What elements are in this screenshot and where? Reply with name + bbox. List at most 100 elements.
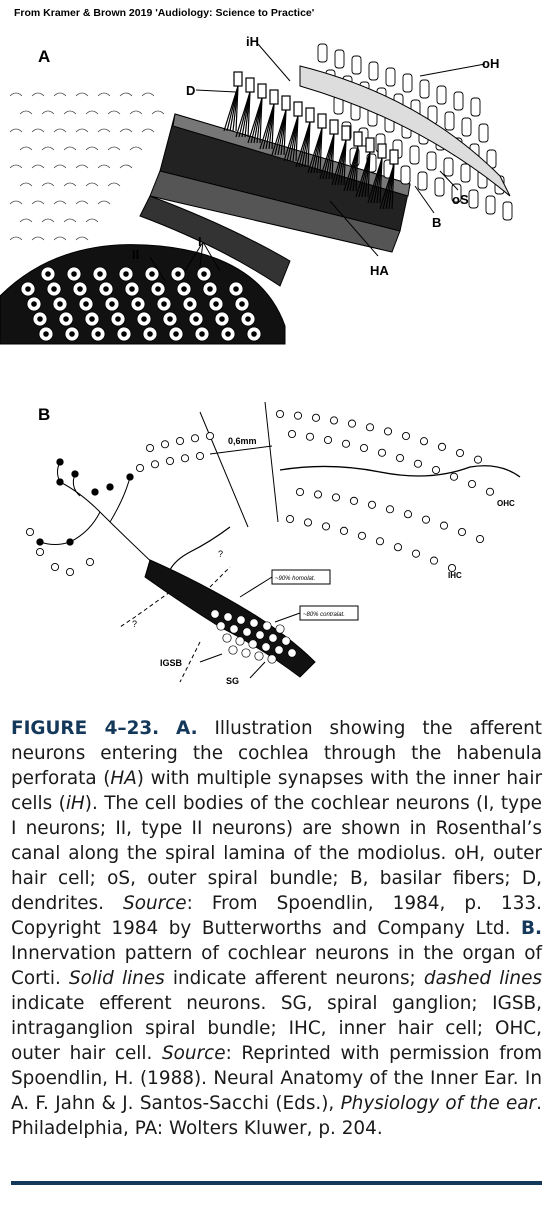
ganglion-nucleus <box>199 331 205 337</box>
tissue-wave <box>97 200 111 205</box>
tissue-wave <box>151 110 165 115</box>
hair-cell-circle <box>383 427 393 436</box>
tissue-wave <box>31 164 45 169</box>
outer-hair-cell <box>419 79 430 99</box>
spiral-ganglion-cell <box>255 630 265 640</box>
ganglion-nucleus <box>123 271 129 277</box>
caption-italic-dashed: dashed lines <box>423 968 542 989</box>
label-homolat: ~90% homolat. <box>275 576 315 582</box>
hair-cell-circle <box>25 527 35 537</box>
dendrite-fiber <box>319 127 323 174</box>
caption-text: : From Spoendlin, 1984, p. 133. Copyrigh… <box>11 893 542 939</box>
spiral-ganglion-cell <box>261 642 271 652</box>
label-ihc: IHC <box>448 571 462 580</box>
dendrite-fiber <box>391 163 395 210</box>
inner-hair-cell <box>329 119 339 135</box>
caption-part-a-label: A. <box>176 718 198 739</box>
hair-cell-circle <box>311 413 321 422</box>
hair-cell-circle <box>413 459 423 468</box>
ganglion-nucleus <box>245 316 251 322</box>
inner-hair-cell <box>365 137 375 153</box>
caption-text: : Reprinted with permission from Spoendl… <box>11 1043 542 1114</box>
inner-hair-cell <box>317 113 327 129</box>
tissue-wave <box>31 92 45 97</box>
hair-cell-circle <box>35 547 45 557</box>
tissue-wave <box>53 128 67 133</box>
dendrite-ending <box>66 538 74 546</box>
label-i: I <box>198 234 202 249</box>
inner-hair-cell <box>353 131 363 147</box>
tissue-wave <box>85 146 99 151</box>
ganglion-nucleus <box>187 301 193 307</box>
panel-a-letter: A <box>38 47 50 66</box>
spiral-ganglion-cell <box>281 636 291 646</box>
caption-italic-ih: iH <box>65 793 85 814</box>
figure-panel-b: B 0,6mm OHC IHC IGSB SG ~90% homolat. ~8… <box>25 401 521 686</box>
hair-cell-circle <box>321 522 331 531</box>
caption-text: indicate afferent neurons; <box>164 968 424 989</box>
hair-cell-circle <box>411 549 421 558</box>
inner-hair-cell <box>281 95 291 111</box>
ganglion-nucleus <box>141 316 147 322</box>
dendrite-fiber <box>307 121 311 168</box>
tissue-wave <box>19 218 33 223</box>
tissue-wave <box>97 128 111 133</box>
ganglion-nucleus <box>233 286 239 292</box>
tissue-wave <box>97 92 111 97</box>
tissue-wave <box>85 110 99 115</box>
tissue-wave <box>53 200 67 205</box>
outer-hair-cell <box>443 157 454 177</box>
dendrite-fiber <box>283 109 287 156</box>
hair-cell-circle <box>65 567 75 577</box>
ganglion-nucleus <box>97 271 103 277</box>
tissue-wave <box>129 110 143 115</box>
tissue-wave <box>97 164 111 169</box>
ganglion-nucleus <box>251 331 257 337</box>
ganglion-nucleus <box>193 316 199 322</box>
hair-cell-circle <box>429 556 439 565</box>
outer-hair-cell <box>385 67 396 87</box>
label-oh: oH <box>482 56 499 71</box>
label-igsb: IGSB <box>160 658 183 668</box>
tissue-wave <box>63 218 77 223</box>
ganglion-nucleus <box>225 331 231 337</box>
hair-cell-circle <box>85 557 95 567</box>
hair-cell-circle <box>190 434 200 443</box>
hair-cell-circle <box>357 531 367 540</box>
tissue-wave <box>53 164 67 169</box>
label-ii: II <box>132 247 139 262</box>
hair-cell-circle <box>329 416 339 425</box>
outer-hair-cell <box>434 177 445 197</box>
caption-text: ) with multiple synapses with the inner … <box>11 768 542 814</box>
ganglion-nucleus <box>71 271 77 277</box>
dendrite-ending <box>56 458 64 466</box>
tissue-wave <box>9 92 23 97</box>
spiral-ganglion-cell <box>262 621 272 631</box>
figure-number: FIGURE 4–23. <box>11 718 160 739</box>
spiral-ganglion-cell <box>275 624 285 634</box>
tissue-wave <box>9 200 23 205</box>
tissue-wave <box>41 218 55 223</box>
label-os: oS <box>452 192 469 207</box>
bottom-divider <box>11 1181 542 1185</box>
dendrite-ending <box>71 470 79 478</box>
tissue-wave <box>85 218 99 223</box>
hair-cell-circle <box>313 490 323 499</box>
spiral-ganglion-cell <box>210 609 220 619</box>
spiral-ganglion-cell <box>249 618 259 628</box>
spiral-ganglion-cell <box>235 636 245 646</box>
hair-cell-circle <box>457 527 467 537</box>
outer-hair-cell <box>402 73 413 93</box>
hair-cell-circle <box>475 534 485 544</box>
tissue-wave <box>85 182 99 187</box>
figure-caption: FIGURE 4–23. A. Illustration showing the… <box>11 716 542 1141</box>
hair-cell-circle <box>295 487 305 497</box>
dendrite-fiber <box>271 103 275 150</box>
hair-cell-circle <box>367 500 377 509</box>
spiral-ganglion-cell <box>216 621 226 631</box>
outer-hair-cell <box>478 123 489 143</box>
ganglion-nucleus <box>45 271 51 277</box>
ganglion-nucleus <box>31 301 37 307</box>
hair-cell-circle <box>485 487 495 496</box>
dendrite-ending <box>36 538 44 546</box>
